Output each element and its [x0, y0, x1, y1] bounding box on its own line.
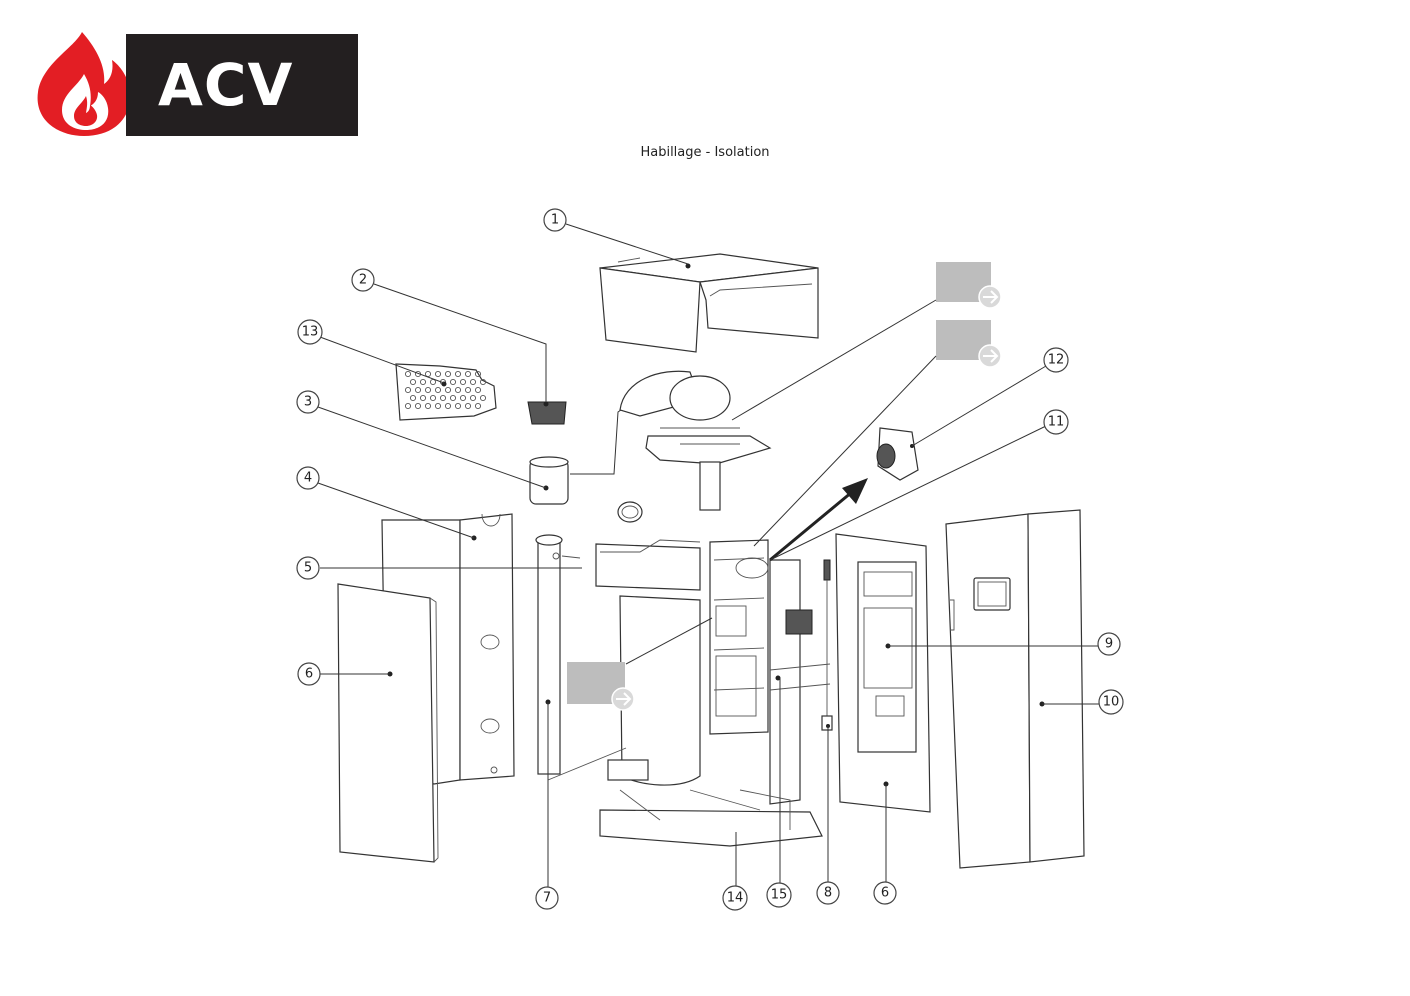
acv-logo: ACV	[34, 30, 358, 138]
link-burner[interactable]	[936, 262, 1002, 309]
part-left-side-panel	[337, 583, 439, 863]
part-control-module	[709, 539, 831, 830]
perforation-hole	[459, 394, 467, 402]
pointer-arrow	[769, 478, 868, 562]
svg-text:7: 7	[543, 891, 551, 906]
logo-text: ACV	[158, 51, 294, 119]
perforation-hole	[419, 378, 427, 386]
perforation-hole	[449, 378, 457, 386]
callout-3: 3	[296, 390, 320, 414]
perforation-hole	[454, 386, 462, 394]
part-flue-tube	[535, 534, 581, 775]
perforation-hole	[409, 394, 417, 402]
callout-15: 15	[766, 882, 792, 908]
perforation-hole	[444, 402, 452, 410]
svg-text:2: 2	[359, 273, 367, 288]
perforation-hole	[434, 402, 442, 410]
perforation-hole	[479, 394, 487, 402]
flame-icon	[37, 32, 131, 136]
perforation-hole	[464, 402, 472, 410]
link-control[interactable]	[936, 320, 1002, 368]
svg-text:15: 15	[771, 888, 788, 903]
callout-6-left: 6	[297, 662, 321, 686]
callout-8: 8	[816, 881, 840, 905]
svg-text:3: 3	[304, 395, 312, 410]
link-panel[interactable]	[567, 662, 635, 711]
part-heat-shield	[395, 363, 497, 421]
perforation-hole	[454, 370, 462, 378]
perforation-hole	[444, 386, 452, 394]
perforation-hole	[449, 394, 457, 402]
callout-1: 1	[543, 208, 567, 232]
perforation-hole	[404, 386, 412, 394]
perforation-hole	[439, 394, 447, 402]
perforation-hole	[424, 386, 432, 394]
callout-13: 13	[297, 319, 323, 345]
svg-text:10: 10	[1103, 695, 1120, 710]
logo-box	[126, 34, 358, 136]
perforation-hole	[459, 378, 467, 386]
callout-14: 14	[722, 885, 748, 911]
svg-text:6: 6	[881, 886, 889, 901]
perforation-hole	[429, 394, 437, 402]
part-fan	[876, 427, 919, 481]
svg-text:12: 12	[1048, 353, 1065, 368]
leader-lines	[317, 223, 1100, 888]
svg-text:1: 1	[551, 213, 559, 228]
callout-12: 12	[1043, 347, 1069, 373]
callout-4: 4	[296, 466, 320, 490]
part-main-body	[547, 539, 823, 847]
perforation-hole	[474, 386, 482, 394]
svg-text:9: 9	[1105, 637, 1113, 652]
callout-10: 10	[1098, 689, 1124, 715]
perforation-hole	[434, 370, 442, 378]
perforation-hole	[404, 402, 412, 410]
perforation-hole	[474, 402, 482, 410]
part-gasket-ring	[617, 501, 643, 523]
callout-6-right: 6	[873, 881, 897, 905]
perforation-hole	[479, 378, 487, 386]
part-sensor-probe	[821, 559, 833, 731]
callout-5: 5	[296, 556, 320, 580]
perforation-hole	[469, 394, 477, 402]
perforation-hole	[464, 370, 472, 378]
svg-text:11: 11	[1048, 415, 1065, 430]
callout-11: 11	[1043, 409, 1069, 435]
perforation-hole	[454, 402, 462, 410]
part-front-inner-panel	[835, 533, 931, 813]
part-burner-assembly	[619, 370, 772, 511]
callout-2: 2	[351, 268, 375, 292]
perforation-hole	[474, 370, 482, 378]
svg-text:8: 8	[824, 886, 832, 901]
diagram-title: Habillage - Isolation	[640, 145, 770, 160]
perforation-hole	[469, 378, 477, 386]
perforation-hole	[424, 402, 432, 410]
svg-text:6: 6	[305, 667, 313, 682]
perforation-hole	[444, 370, 452, 378]
part-top-cover	[599, 253, 819, 353]
callout-9: 9	[1097, 632, 1121, 656]
perforation-hole	[414, 402, 422, 410]
part-filter-cap	[527, 401, 567, 425]
svg-text:4: 4	[304, 471, 312, 486]
perforation-hole	[409, 378, 417, 386]
perforation-hole	[414, 386, 422, 394]
callout-7: 7	[535, 886, 559, 910]
perforation-hole	[419, 394, 427, 402]
svg-text:5: 5	[304, 561, 312, 576]
perforation-hole	[464, 386, 472, 394]
part-front-door	[945, 509, 1085, 869]
perforation-hole	[434, 386, 442, 394]
perforation-hole	[404, 370, 412, 378]
svg-text:13: 13	[302, 325, 319, 340]
svg-text:14: 14	[727, 891, 744, 906]
